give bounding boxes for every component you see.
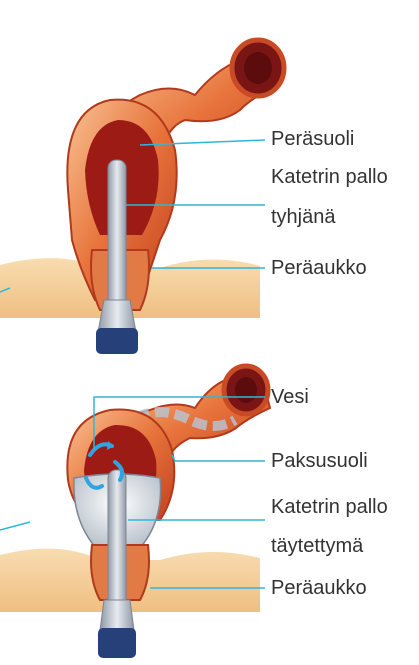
- bottom-catheter-grip: [98, 628, 136, 658]
- label-colon: Paksusuoli: [271, 449, 368, 473]
- leader-left-bottom: [0, 522, 30, 530]
- top-catheter-handle: [98, 300, 136, 332]
- bottom-illustration: [0, 366, 270, 658]
- label-balloon-filled-line2: täytettymä: [271, 534, 363, 558]
- label-balloon-empty-line2: tyhjänä: [271, 205, 336, 229]
- top-catheter-tube: [108, 160, 126, 310]
- top-catheter-grip: [96, 328, 138, 354]
- bottom-catheter-tube: [108, 470, 126, 610]
- label-water: Vesi: [271, 385, 309, 409]
- label-balloon-filled-line1: Katetrin pallo: [271, 495, 388, 519]
- label-balloon-empty-line1: Katetrin pallo: [271, 165, 388, 189]
- label-anus-bottom: Peräaukko: [271, 576, 367, 600]
- leader-colon: [172, 455, 265, 461]
- top-illustration: [0, 40, 284, 354]
- label-rectum: Peräsuoli: [271, 127, 354, 151]
- bottom-catheter-handle: [100, 600, 134, 630]
- label-anus-top: Peräaukko: [271, 256, 367, 280]
